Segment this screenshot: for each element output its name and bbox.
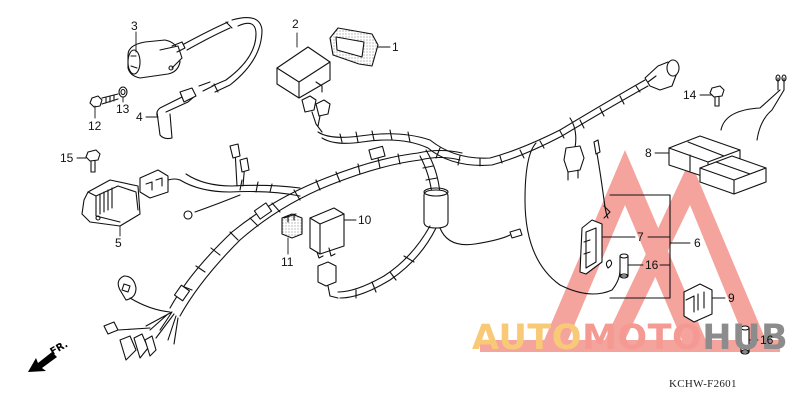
callout-13: 13: [116, 102, 130, 116]
callout-9: 9: [728, 291, 735, 305]
relay-icon: [309, 207, 345, 259]
fuse-box-cover-icon: [683, 283, 713, 323]
arrow-down-left-icon: [28, 352, 57, 372]
control-unit-icon: [276, 46, 331, 99]
callout-7: 7: [637, 230, 644, 244]
callout-15: 15: [60, 151, 74, 165]
ignition-coil-icon: [127, 17, 263, 93]
callout-5: 5: [115, 236, 122, 250]
callout-3: 3: [131, 19, 138, 33]
callout-1: 1: [392, 40, 399, 54]
bolt-washer-icon: [89, 86, 128, 108]
bolt-icon: [709, 85, 725, 107]
fuse-box-bracket: [609, 194, 671, 299]
watermark-auto: AUTO: [472, 318, 583, 358]
wire-harness-icon: [139, 59, 680, 317]
connector-icon: [301, 95, 331, 133]
fuse-icon: [619, 253, 629, 279]
spare-fuse-icon: [740, 325, 750, 355]
callout-leaders: [76, 31, 759, 341]
watermark-logo-icon: [480, 150, 780, 352]
bolt-icon: [85, 149, 101, 173]
callout-6: 6: [694, 236, 701, 250]
watermark-text: AUTOMOTOHUB: [472, 321, 788, 356]
callout-10: 10: [358, 213, 372, 227]
callout-2: 2: [292, 17, 299, 31]
callout-16: 16: [645, 258, 659, 272]
rubber-mount-icon: [281, 213, 303, 239]
harness-front-end-icon: [103, 275, 179, 361]
spark-plug-cap-icon: [156, 81, 214, 140]
relay-assembly-icon: [668, 74, 787, 195]
callout-14: 14: [683, 88, 697, 102]
rubber-cover-icon: [329, 27, 379, 67]
regulator-rectifier-icon: [81, 179, 141, 227]
figure-code: KCHW-F2601: [669, 378, 737, 390]
watermark-moto: MOTO: [582, 318, 703, 358]
watermark-hub: HUB: [702, 318, 789, 358]
callout-11: 11: [281, 255, 294, 269]
fuse-holder-icon: [579, 205, 613, 275]
callout-12: 12: [88, 119, 102, 133]
callout-8: 8: [645, 146, 652, 160]
callout-16-spare: 16: [760, 333, 774, 347]
callout-4: 4: [136, 110, 143, 124]
